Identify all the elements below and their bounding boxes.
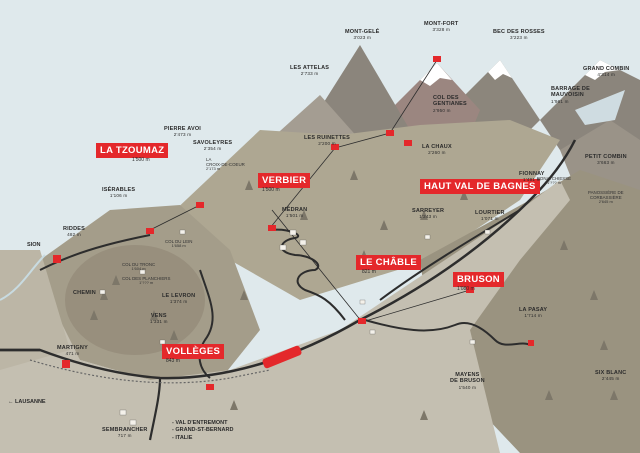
cable-lechable-bruson — [361, 289, 471, 323]
station-ruinettes — [331, 144, 339, 150]
station-la-pasay — [528, 340, 534, 346]
station-la-chaux — [404, 140, 412, 146]
label-volleges[interactable]: VOLLÈGES — [162, 344, 225, 359]
valley-floor — [0, 180, 570, 453]
cable-ruinettes-attelas — [334, 132, 391, 149]
road-verbier — [269, 228, 346, 321]
cable-tzoumaz — [149, 204, 201, 231]
snow-mont-fort — [420, 63, 452, 86]
road-vens — [198, 269, 214, 379]
station-mont-fort — [433, 56, 441, 62]
station-volleges — [206, 384, 214, 390]
label-bruson[interactable]: BRUSON — [453, 272, 504, 287]
station-tzoumaz — [146, 228, 154, 234]
main-road — [0, 139, 577, 380]
label-la-tzoumaz[interactable]: LA TZOUMAZ — [96, 143, 169, 158]
railway — [29, 359, 271, 384]
lake-mauvoisin — [575, 90, 625, 125]
river — [0, 254, 46, 301]
station-bruson — [466, 287, 474, 293]
snow-grand-combin — [585, 60, 620, 80]
road-bruson — [364, 319, 531, 346]
label-le-chable-alt: 821 m — [362, 269, 376, 275]
cable-medran-ruinettes — [269, 147, 336, 229]
mountain-attelas — [270, 95, 360, 140]
station-riddes — [53, 255, 61, 263]
valley-martigny — [0, 250, 70, 370]
snow-bec-des-rosses — [488, 60, 512, 80]
label-la-tzoumaz-alt: 1'500 m — [132, 157, 150, 163]
station-savoleyres — [196, 202, 204, 208]
train — [262, 345, 302, 369]
slope-verbier — [170, 120, 560, 300]
road-tzoumaz — [39, 234, 151, 271]
label-volleges-alt: 843 m — [166, 358, 180, 364]
label-haut-val-de-bagnes[interactable]: HAUT VAL DE BAGNES — [420, 179, 540, 194]
station-medran — [268, 225, 276, 231]
label-verbier[interactable]: VERBIER — [258, 173, 311, 188]
direction-lausanne: ← LAUSANNE — [8, 399, 46, 405]
station-attelas — [386, 130, 394, 136]
houses — [99, 229, 491, 426]
label-bruson-alt: 1'080 m — [457, 286, 475, 292]
station-martigny — [62, 360, 70, 368]
label-le-chable[interactable]: LE CHÂBLE — [356, 255, 422, 270]
station-le-chable — [358, 318, 366, 324]
road-up-valley — [379, 209, 521, 301]
label-verbier-alt: 1'500 m — [262, 187, 280, 193]
label-chemin: CHEMIN — [73, 290, 96, 296]
direction-south: - VAL D'ENTREMONT - GRAND-ST-BERNARD - I… — [172, 420, 234, 441]
hill-chemin — [65, 245, 205, 355]
cable-lechable-verbier — [271, 209, 363, 323]
cable-attelas-gentianes — [389, 59, 438, 134]
direction-sion: SION — [27, 242, 41, 248]
station-markers — [53, 56, 534, 390]
